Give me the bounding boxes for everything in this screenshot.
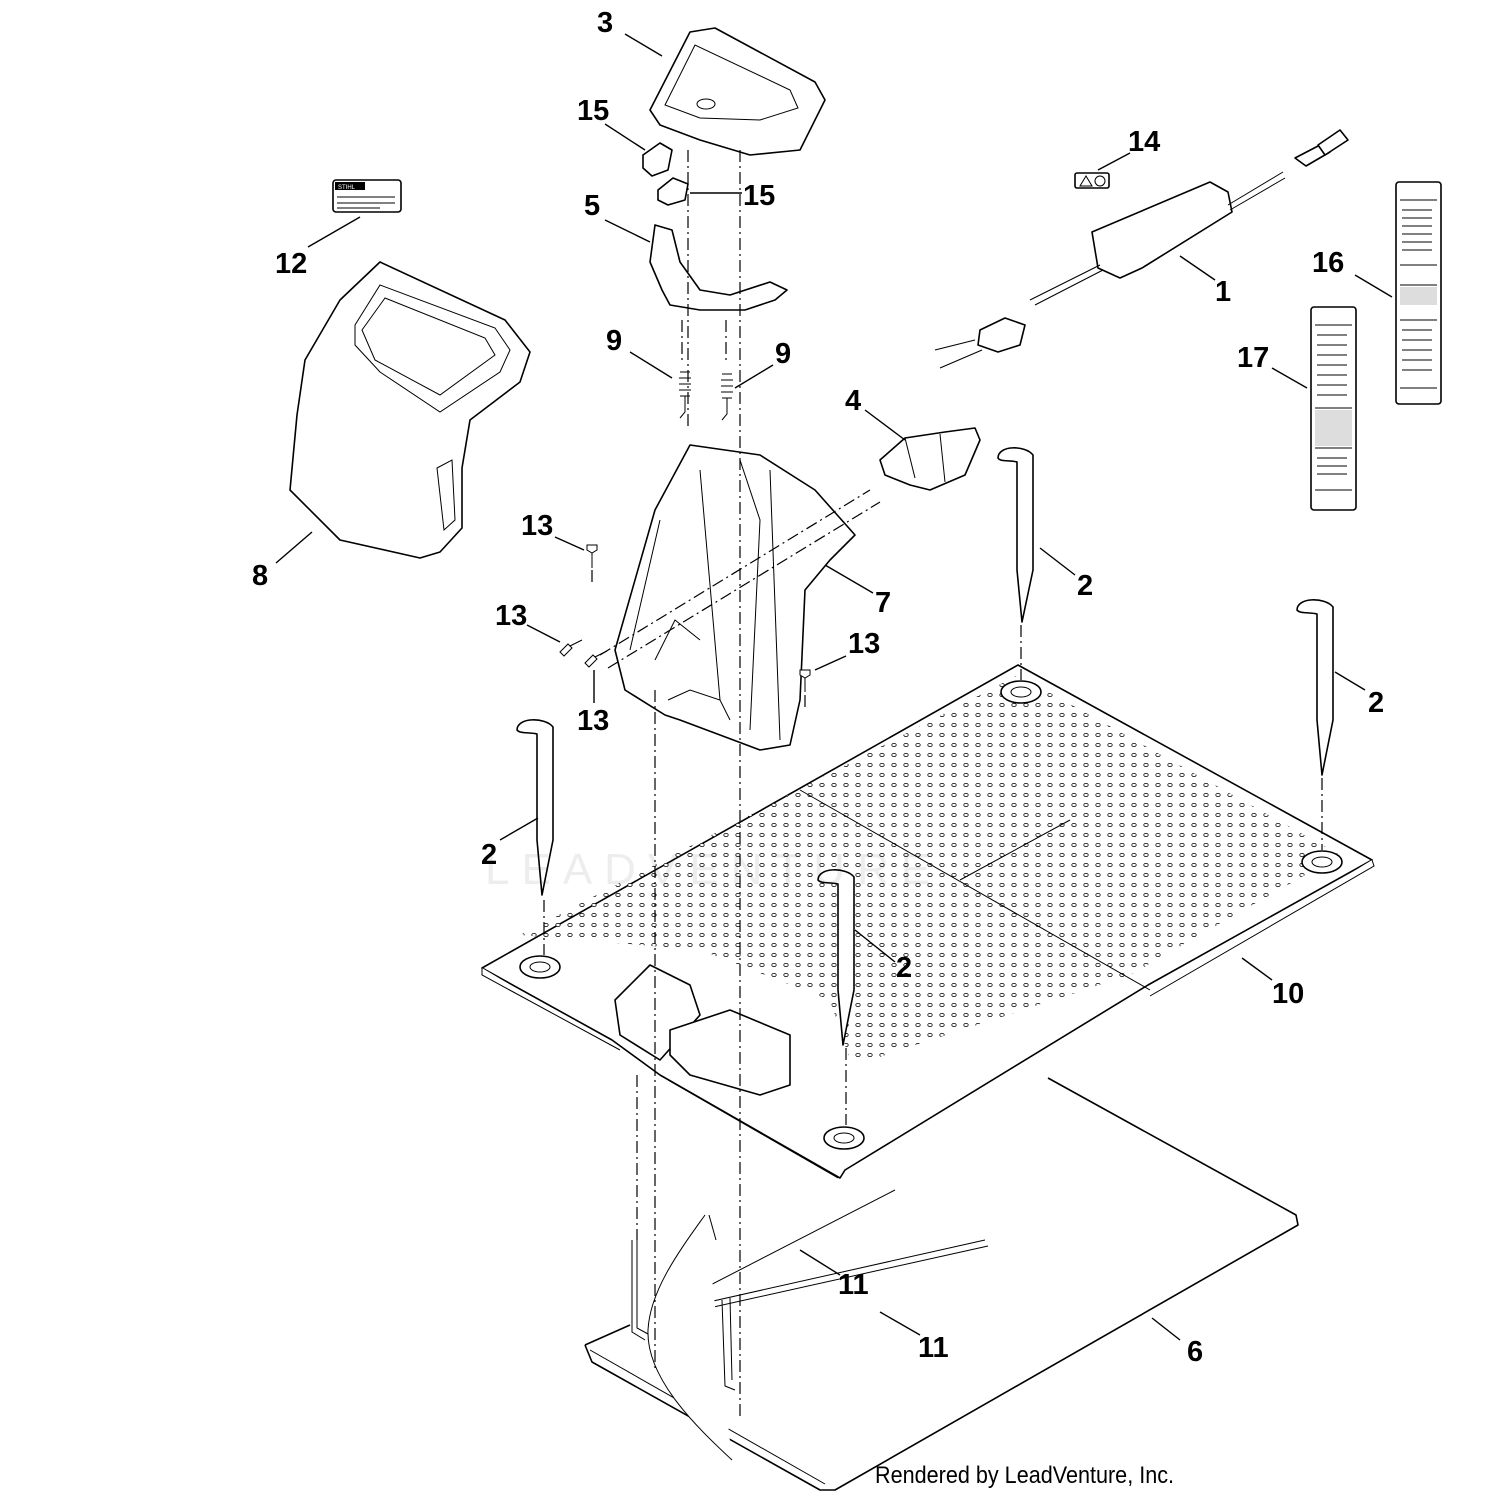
callout-9-a: 9 (606, 325, 622, 357)
label-17 (1310, 306, 1357, 511)
callout-16: 16 (1312, 247, 1344, 279)
callout-4: 4 (845, 385, 861, 417)
callout-11-a: 11 (838, 1269, 869, 1301)
label-16 (1395, 181, 1442, 405)
callout-11-b: 11 (918, 1332, 949, 1364)
callout-15-b: 15 (743, 180, 775, 212)
callout-9-b: 9 (775, 338, 791, 370)
label-brand: STIHL (338, 185, 356, 191)
callout-8: 8 (252, 560, 268, 592)
callout-5: 5 (584, 190, 600, 222)
render-credit: Rendered by LeadVenture, Inc. (875, 1462, 1175, 1489)
callout-1: 1 (1215, 276, 1231, 308)
callout-10: 10 (1272, 978, 1304, 1010)
callout-13-b: 13 (495, 600, 527, 632)
stake-d (817, 869, 855, 1046)
callout-2-b: 2 (1368, 687, 1384, 719)
callouts: 3 15 15 5 12 14 1 16 17 9 9 4 8 13 13 13… (252, 7, 1384, 1368)
callout-15-a: 15 (577, 95, 609, 127)
assembly-lines (543, 150, 1323, 1420)
callout-13-d: 13 (848, 628, 880, 660)
callout-6: 6 (1187, 1336, 1203, 1368)
stake-a (997, 447, 1034, 623)
label-14 (1074, 172, 1110, 189)
callout-7: 7 (875, 587, 891, 619)
callout-3: 3 (597, 7, 613, 39)
screws (559, 544, 811, 692)
stakes (516, 447, 1334, 1046)
springs (679, 371, 733, 421)
watermark: LEADVENTURE (485, 845, 943, 894)
wire-rails (631, 1189, 989, 1461)
callout-12: 12 (275, 248, 307, 280)
top-cap (649, 27, 826, 156)
callout-17: 17 (1237, 342, 1269, 374)
stake-b (1296, 599, 1334, 776)
label-12: STIHL (332, 179, 402, 213)
stake-c (516, 719, 554, 896)
callout-2-c: 2 (481, 839, 497, 871)
base-plate (481, 664, 1375, 1179)
callout-2-d: 2 (896, 952, 912, 984)
connector (879, 427, 981, 491)
callout-14: 14 (1128, 126, 1160, 158)
power-supply (934, 129, 1349, 369)
callout-13-c: 13 (577, 705, 609, 737)
callout-2-a: 2 (1077, 570, 1093, 602)
callout-13-a: 13 (521, 510, 553, 542)
clips (642, 142, 689, 206)
cover (289, 261, 531, 559)
docking-housing (614, 444, 856, 751)
leader-lines (275, 33, 1393, 1341)
bracket (649, 224, 788, 311)
